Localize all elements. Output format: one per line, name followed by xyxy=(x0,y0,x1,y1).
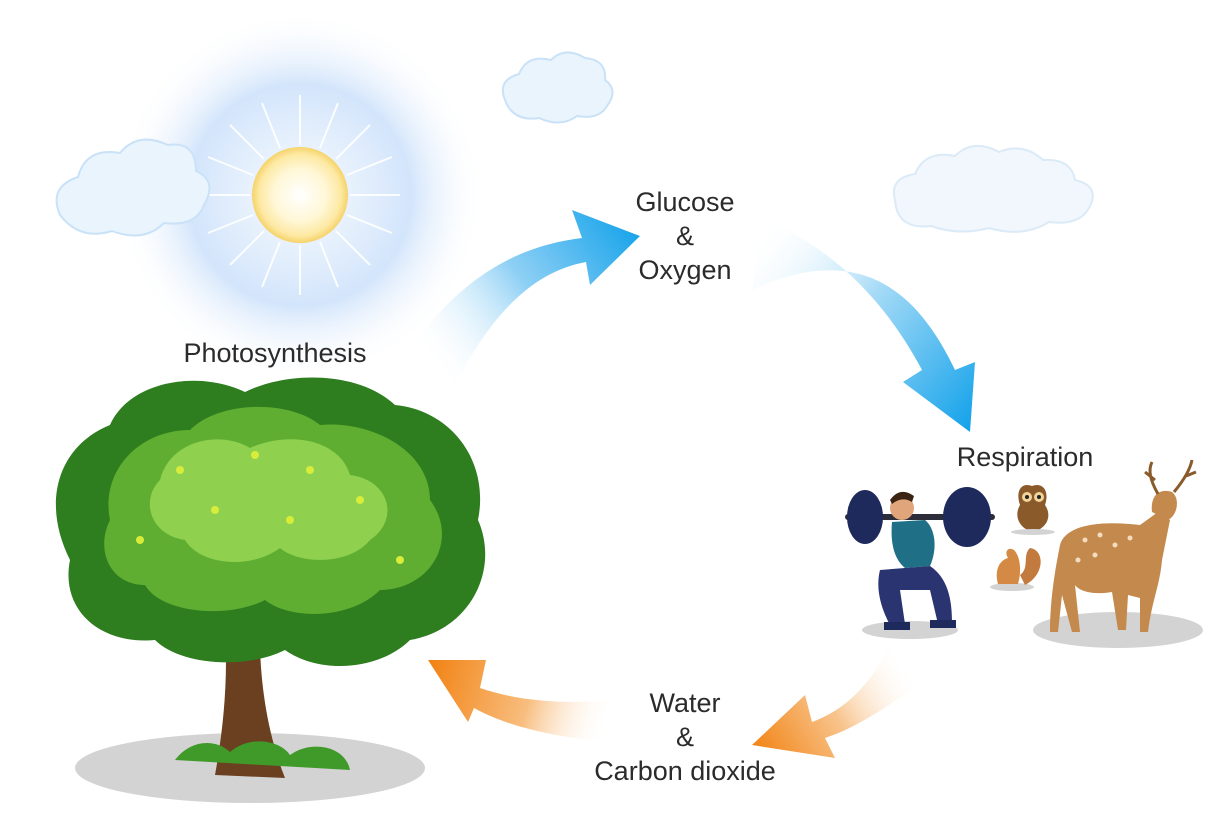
arrow-to-water xyxy=(752,648,915,758)
label-glucose-oxygen: Glucose & Oxygen xyxy=(610,185,760,287)
arrow-to-tree xyxy=(428,660,612,742)
label-carbon-dioxide: Carbon dioxide xyxy=(594,756,776,786)
sun-icon xyxy=(115,10,485,380)
squirrel-icon xyxy=(990,548,1041,591)
label-glucose: Glucose xyxy=(635,187,735,217)
label-water: Water xyxy=(649,688,721,718)
cloud-icon xyxy=(501,51,614,124)
cloud-icon xyxy=(893,145,1094,233)
label-water-carbon-dioxide: Water & Carbon dioxide xyxy=(570,686,800,788)
cloud-icon xyxy=(55,138,211,237)
label-photosynthesis: Photosynthesis xyxy=(183,338,367,368)
label-oxygen: Oxygen xyxy=(638,255,732,285)
arrow-to-respiration xyxy=(752,218,975,432)
tree-icon xyxy=(55,377,486,803)
deer-icon xyxy=(1033,459,1203,648)
arrow-to-glucose xyxy=(418,210,640,400)
label-respiration: Respiration xyxy=(956,442,1094,472)
label-ampersand: & xyxy=(675,722,694,752)
owl-icon xyxy=(1011,484,1055,535)
weightlifter-icon xyxy=(845,487,995,639)
label-ampersand: & xyxy=(675,221,694,251)
